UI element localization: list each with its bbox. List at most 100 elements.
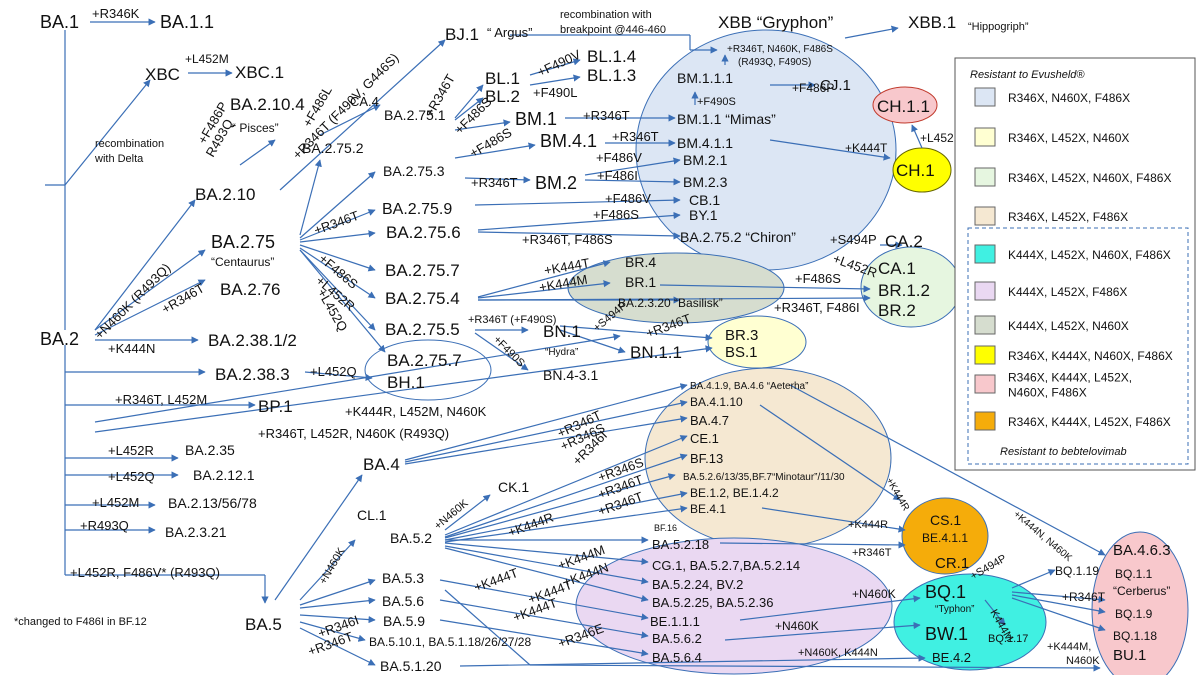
lineage-label: BA.2.10 xyxy=(195,185,256,204)
lineage-label: +F486S xyxy=(452,94,495,137)
lineage-label: CA.1 xyxy=(878,259,916,278)
lineage-label: BF.16 xyxy=(654,523,677,533)
lineage-label: BM.1.1 “Mimas” xyxy=(677,111,776,127)
lineage-label: BA.5.2.24, BV.2 xyxy=(652,577,743,592)
lineage-label: BA.4.6.3 xyxy=(1113,542,1171,559)
lineage-label: BA.2.75 xyxy=(211,232,275,252)
lineage-label: +R346T, L452M xyxy=(115,392,207,407)
lineage-label: +K444N, N460K xyxy=(1011,509,1074,564)
lineage-label: +N460K (R493Q) xyxy=(92,260,174,342)
lineage-label: BR.2 xyxy=(878,301,916,320)
lineage-label: BA.4.1.9, BA.4.6 “Aeterha” xyxy=(690,381,808,392)
legend-label: K444X, L452X, N460X, F486X xyxy=(1008,248,1171,262)
lineage-label: XBC.1 xyxy=(235,63,284,82)
lineage-label: BL.1.3 xyxy=(587,66,636,85)
lineage-label: BA.2.75.6 xyxy=(386,223,461,242)
lineage-label: +F490V xyxy=(535,47,583,80)
legend-label: N460X, F486X xyxy=(1008,386,1087,400)
legend-label: R346X, K444X, L452X, xyxy=(1008,371,1132,385)
lineage-label: with Delta xyxy=(94,153,144,165)
lineage-label: BL.2 xyxy=(485,87,520,106)
lineage-label: BA.5.2.18 xyxy=(652,537,709,552)
lineage-label: +L452R xyxy=(108,443,154,458)
legend-swatch xyxy=(974,345,996,365)
lineage-label: BQ.1 xyxy=(925,582,966,602)
lineage-label: BA.5 xyxy=(245,615,282,634)
lineage-label: BH.1 xyxy=(387,373,425,392)
legend: Resistant to Evusheld® Resistant to bebt… xyxy=(954,57,1196,471)
lineage-label: XBB “Gryphon” xyxy=(718,13,834,32)
lineage-label: BA.2.10.4 xyxy=(230,95,305,114)
lineage-label: BA.2.75.7 xyxy=(387,351,462,370)
lineage-label: BA.4 xyxy=(363,455,400,474)
lineage-label: +N460K, K444N xyxy=(798,647,878,659)
lineage-label: BR.1.2 xyxy=(878,281,930,300)
lineage-label: BA.2.75.1 xyxy=(384,107,446,123)
ch11-region xyxy=(872,86,938,124)
lineage-label: BE.1.2, BE.1.4.2 xyxy=(690,486,779,500)
legend-label: R346X, K444X, N460X, F486X xyxy=(1008,349,1173,363)
lineage-label: CK.1 xyxy=(498,479,529,495)
lineage-label: CG.1, BA.5.2.7,BA.5.2.14 xyxy=(652,558,800,573)
lineage-label: BJ.1 xyxy=(445,25,479,44)
lineage-label: BA.2.38.1/2 xyxy=(208,331,297,350)
lineage-label: XBB.1 xyxy=(908,13,956,32)
lineage-label: BA.1.1 xyxy=(160,12,214,32)
lineage-label: +R346T xyxy=(852,547,892,559)
lineage-label: +L452M xyxy=(92,495,139,510)
cs-cr-region xyxy=(901,497,989,575)
lineage-label: BA.5.3 xyxy=(382,570,424,586)
lineage-label: BA.5.2.25, BA.5.2.36 xyxy=(652,595,773,610)
legend-swatch xyxy=(974,281,996,301)
legend-label: R346X, L452X, F486X xyxy=(1008,210,1128,224)
lineage-label: +F486S xyxy=(467,124,515,160)
lineage-label: CJ.1 xyxy=(820,77,851,94)
lineage-label: +R346T xyxy=(583,108,630,123)
lineage-label: +N460K xyxy=(775,619,819,633)
lineage-label: BA.2.75.7 xyxy=(385,261,460,280)
lineage-label: CR.1 xyxy=(935,555,969,572)
lineage-label: +N460K xyxy=(852,587,896,601)
lineage-label: +R346T (+F490S) xyxy=(468,314,556,326)
lineage-label: +F486I xyxy=(597,168,638,183)
lineage-label: CH.1.1 xyxy=(877,97,930,116)
lineage-label: BA.2.75.2 xyxy=(302,140,364,156)
legend-label: R346X, L452X, N460X, F486X xyxy=(1008,171,1171,185)
legend-swatch xyxy=(974,167,996,187)
lineage-label: BA.5.6.4 xyxy=(652,650,702,665)
bq-bw-region xyxy=(893,573,1047,671)
lineage-label: BA.2 xyxy=(40,329,79,349)
lineage-label: BA.5.1.20 xyxy=(380,658,442,674)
lineage-label: +L452R, F486V* (R493Q) xyxy=(70,565,220,580)
bh1-region xyxy=(364,339,492,401)
lineage-label: XBC xyxy=(145,65,180,84)
legend-swatch xyxy=(974,244,996,264)
lineage-label: BA.2.3.21 xyxy=(165,524,227,540)
lineage-label: “Hydra” xyxy=(545,347,578,358)
lineage-label: “Hippogriph” xyxy=(968,21,1029,33)
lineage-label: BA.2.75.5 xyxy=(385,320,460,339)
lineage-label: +L452Q xyxy=(108,469,155,484)
lineage-label: BN.4-3.1 xyxy=(543,367,598,383)
lineage-label: BM.2.1 xyxy=(683,152,728,168)
lineage-label: +R346T xyxy=(312,208,361,238)
ba52-region xyxy=(575,537,893,675)
lineage-label: BA.5.9 xyxy=(383,613,425,629)
lineage-label: +F486S xyxy=(593,207,639,222)
lineage-label: BE.1.1.1 xyxy=(650,614,700,629)
lineage-label: BA.2.75.4 xyxy=(385,289,460,308)
lineage-label: BA.2.3.20 “Basilisk” xyxy=(618,296,723,310)
lineage-label: recombination with xyxy=(560,9,652,21)
lineage-label: BM.4.1.1 xyxy=(677,135,733,151)
legend-label: K444X, L452X, N460X xyxy=(1008,319,1129,333)
lineage-label: CB.1 xyxy=(689,192,720,208)
lineage-label: “Typhon” xyxy=(935,604,974,615)
lineage-label: BQ.1.9 xyxy=(1115,607,1153,621)
lineage-label: BA.4.7 xyxy=(690,413,729,428)
lineage-label: BN.1 xyxy=(543,322,581,341)
lineage-label: +K444R xyxy=(848,519,888,531)
lineage-label: CS.1 xyxy=(930,512,961,528)
lineage-edges xyxy=(45,18,1106,672)
lineage-label: N460K xyxy=(1066,655,1100,667)
lineage-label: BA.5.2.6/13/35,BF.7“Minotaur”/11/30 xyxy=(683,472,845,483)
